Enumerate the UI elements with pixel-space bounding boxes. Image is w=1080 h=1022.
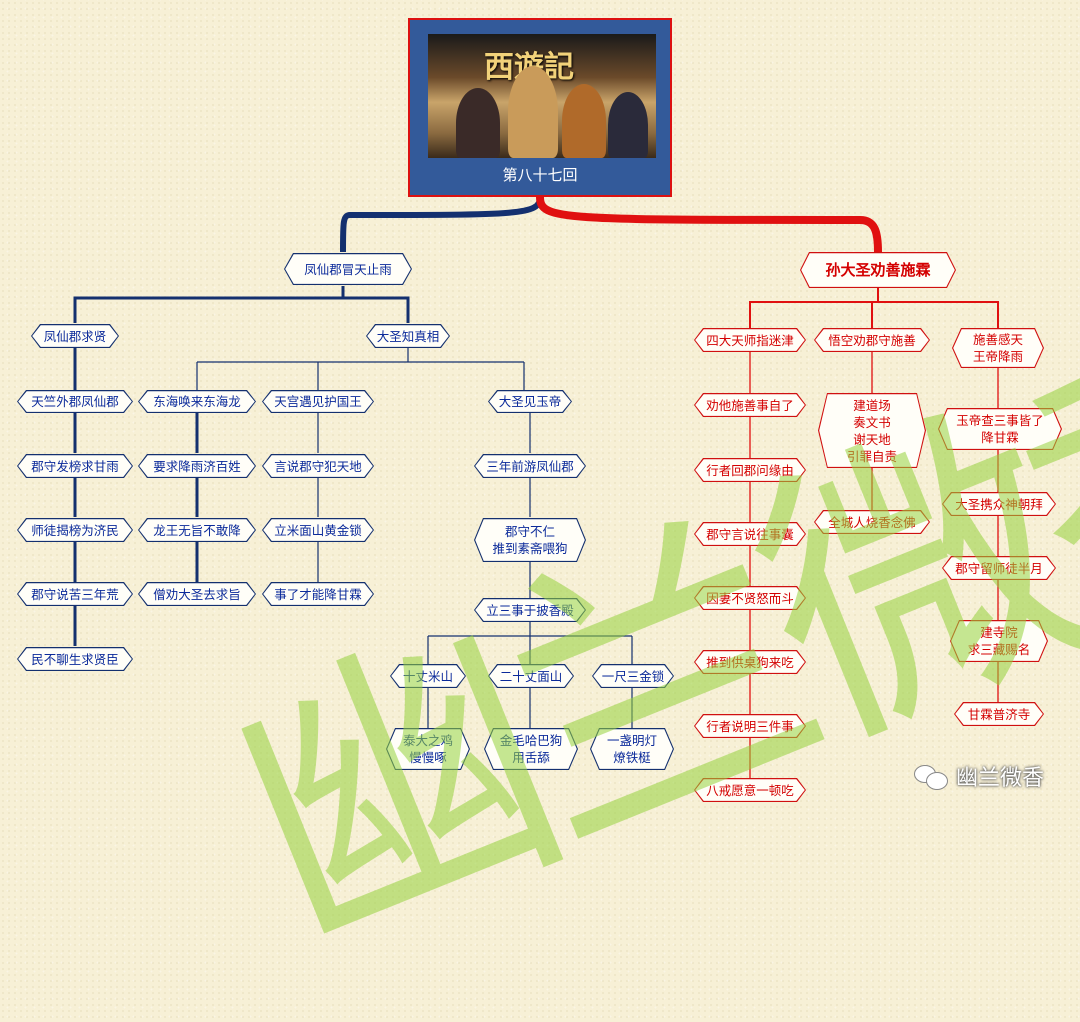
wechat-icon bbox=[913, 763, 948, 790]
right-col1-title[interactable]: 四大天师指迷津 bbox=[694, 328, 806, 352]
right-col3-item[interactable]: 甘霖普济寺 bbox=[954, 702, 1044, 726]
sub2-col2-item[interactable]: 事了才能降甘霖 bbox=[262, 582, 374, 606]
right-col1-item[interactable]: 劝他施善事自了 bbox=[694, 393, 806, 417]
sub1-item[interactable]: 民不聊生求贤臣 bbox=[17, 647, 133, 671]
root-node: 西遊記 第八十七回 bbox=[408, 18, 672, 197]
root-title: 第八十七回 bbox=[502, 166, 578, 184]
sub2-col1-item[interactable]: 要求降雨济百姓 bbox=[138, 454, 256, 478]
right-col1-item[interactable]: 行者回郡问缘由 bbox=[694, 458, 806, 482]
right-col1-item[interactable]: 因妻不贤怒而斗 bbox=[694, 586, 806, 610]
sub2-title[interactable]: 大圣知真相 bbox=[366, 324, 450, 348]
sub2-col1-item[interactable]: 僧劝大圣去求旨 bbox=[138, 582, 256, 606]
right-col3-item[interactable]: 郡守留师徒半月 bbox=[942, 556, 1056, 580]
three-item-title[interactable]: 二十丈面山 bbox=[488, 664, 574, 688]
sub2-col3-item[interactable]: 三年前游凤仙郡 bbox=[474, 454, 586, 478]
right-col3-item[interactable]: 建寺院 求三藏赐名 bbox=[950, 620, 1048, 662]
sub2-col3-item[interactable]: 立三事于披香殿 bbox=[474, 598, 586, 622]
sub1-title[interactable]: 凤仙郡求贤 bbox=[31, 324, 119, 348]
right-col3-item[interactable]: 玉帝查三事皆了 降甘霖 bbox=[938, 408, 1062, 450]
sub2-col1-item[interactable]: 龙王无旨不敢降 bbox=[138, 518, 256, 542]
three-item-title[interactable]: 一尺三金锁 bbox=[592, 664, 674, 688]
sub2-col2-item[interactable]: 立米面山黄金锁 bbox=[262, 518, 374, 542]
connector-lines bbox=[73, 196, 999, 778]
right-col2-item[interactable]: 全城人烧香念佛 bbox=[814, 510, 930, 534]
right-col3-title[interactable]: 施善感天 王帝降雨 bbox=[952, 328, 1044, 368]
three-item-detail[interactable]: 一盏明灯 燎铁梃 bbox=[590, 728, 674, 770]
right-col1-item[interactable]: 八戒愿意一顿吃 bbox=[694, 778, 806, 802]
sub1-item[interactable]: 天竺外郡凤仙郡 bbox=[17, 390, 133, 413]
right-col2-item[interactable]: 建道场 奏文书 谢天地 引罪自责 bbox=[818, 393, 926, 468]
sub2-col2-item[interactable]: 言说郡守犯天地 bbox=[262, 454, 374, 478]
right-col1-item[interactable]: 郡守言说往事囊 bbox=[694, 522, 806, 546]
sub2-col1-item[interactable]: 东海唤来东海龙 bbox=[138, 390, 256, 413]
sub2-col3-item[interactable]: 郡守不仁 推到素斋喂狗 bbox=[474, 518, 586, 562]
sub2-col2-item[interactable]: 天宫遇见护国王 bbox=[262, 390, 374, 413]
brand-text: 幽兰微香 bbox=[955, 766, 1044, 791]
poster-image: 西遊記 bbox=[428, 34, 656, 158]
sub1-item[interactable]: 郡守说苦三年荒 bbox=[17, 582, 133, 606]
three-item-detail[interactable]: 金毛哈巴狗 用舌舔 bbox=[484, 728, 578, 770]
three-item-title[interactable]: 十丈米山 bbox=[390, 664, 466, 688]
right-col1-item[interactable]: 推到供桌狗来吃 bbox=[694, 650, 806, 674]
right-branch-title[interactable]: 孙大圣劝善施霖 bbox=[800, 252, 956, 288]
left-branch-title[interactable]: 凤仙郡冒天止雨 bbox=[284, 253, 412, 285]
right-col2-title[interactable]: 悟空劝郡守施善 bbox=[814, 328, 930, 352]
sub1-item[interactable]: 郡守发榜求甘雨 bbox=[17, 454, 133, 478]
sub2-col3-title[interactable]: 大圣见玉帝 bbox=[488, 390, 572, 413]
three-item-detail[interactable]: 泰大之鸡 慢慢啄 bbox=[386, 728, 470, 770]
right-col3-item[interactable]: 大圣携众神朝拜 bbox=[942, 492, 1056, 516]
brand-badge: 幽兰微香 bbox=[913, 760, 1044, 792]
sub1-item[interactable]: 师徒揭榜为济民 bbox=[17, 518, 133, 542]
right-col1-item[interactable]: 行者说明三件事 bbox=[694, 714, 806, 738]
